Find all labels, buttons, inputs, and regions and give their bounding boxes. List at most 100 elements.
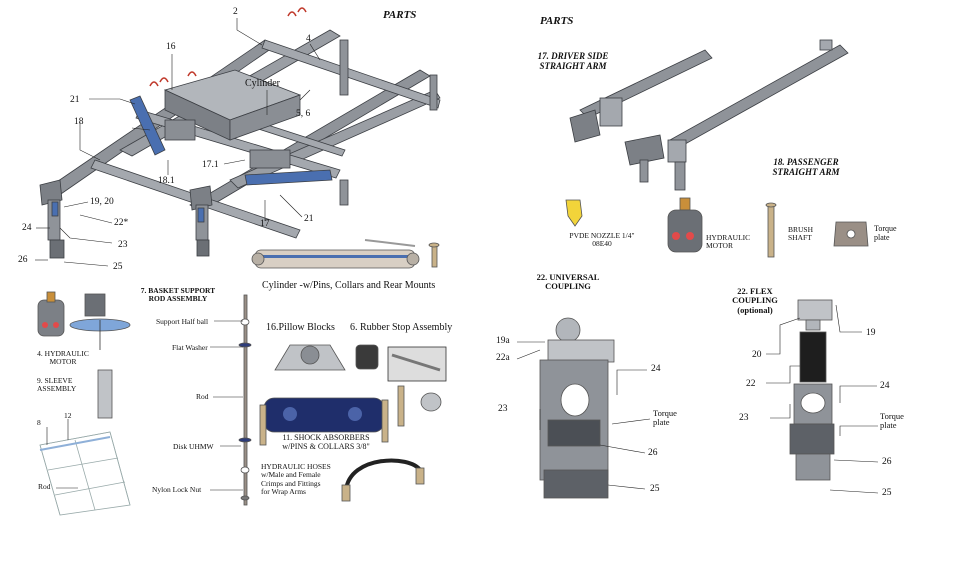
frame-callout-17-1: 17.1 — [202, 160, 219, 170]
label-support-half-ball: Support Half ball — [156, 317, 209, 326]
flex-torque-plate: Torque plate — [880, 411, 904, 431]
frame-callout-22-star: 22* — [114, 218, 129, 228]
brush-shaft-line-2: SHAFT — [788, 233, 812, 243]
brush-shaft-label: BRUSH SHAFT — [788, 225, 814, 243]
parts-header-right: PARTS — [540, 15, 574, 27]
frame-callout-23: 23 — [118, 240, 128, 250]
basket-support-title-1: 7. BASKET SUPPORT — [140, 286, 216, 295]
hoses-line-3: Crimps and Fittings — [261, 478, 321, 488]
driver-arm-line-1: 17. DRIVER SIDE — [537, 51, 609, 61]
nozzle-label-line-2: 08E40 — [592, 239, 612, 249]
flex-callout-25: 25 — [882, 488, 892, 498]
accessory-drawings — [565, 197, 869, 258]
cylinder-kit-caption: Cylinder -w/Pins, Collars and Rear Mount… — [262, 280, 436, 291]
cylinder-kit-drawing — [251, 239, 440, 269]
hydraulic-motor-label: HYDRAULIC MOTOR — [706, 233, 751, 251]
universal-coupling-title: 22. UNIVERSAL COUPLING — [520, 272, 616, 292]
sleeve-caption: 9. SLEEVE ASSEMBLY — [37, 376, 77, 394]
flex-callout-23: 23 — [739, 413, 749, 423]
flex-torque-line-2: plate — [880, 420, 897, 431]
frame-callout-21b: 21 — [304, 214, 314, 224]
shock-line-2: w/PINS & COLLARS 3/8" — [282, 441, 370, 451]
frame-callout-19-20: 19, 20 — [90, 197, 114, 207]
universal-title-1: 22. UNIVERSAL — [536, 272, 600, 282]
universal-callout-25: 25 — [650, 484, 660, 494]
frame-assembly-drawing — [39, 29, 441, 259]
universal-torque-line-1: Torque — [653, 408, 677, 418]
flex-callout-20: 20 — [752, 350, 762, 360]
flex-title-2: COUPLING — [732, 295, 778, 306]
left-callout-8: 8 — [37, 418, 41, 427]
straight-arms-drawing — [569, 39, 849, 191]
leader-lines — [35, 18, 879, 494]
flex-callout-22: 22 — [746, 379, 756, 389]
sleeve-line-2: ASSEMBLY — [37, 384, 77, 394]
label-nylon-lock-nut: Nylon Lock Nut — [152, 485, 202, 494]
brush-shaft-line-1: BRUSH — [788, 225, 814, 234]
nozzle-label-line-1: PVDE NOZZLE 1/4" — [569, 231, 635, 240]
flex-title-3: (optional) — [737, 304, 773, 315]
left-motor-line-2: MOTOR — [49, 357, 77, 367]
label-flat-washer: Flat Washer — [172, 343, 208, 352]
hoses-line-4: for Wrap Arms — [261, 486, 306, 496]
sleeve-line-1: 9. SLEEVE — [37, 376, 73, 385]
torque-plate-top-line-1: Torque — [874, 224, 897, 233]
torque-plate-top-line-2: plate — [874, 232, 890, 242]
passenger-arm-line-2: STRAIGHT ARM — [772, 166, 840, 177]
frame-callout-16: 16 — [166, 42, 176, 52]
universal-coupling-drawing — [539, 317, 615, 499]
hoses-line-2: w/Male and Female — [261, 470, 321, 480]
frame-callout-5-6: 5, 6 — [296, 109, 311, 119]
lift-hook-drawings — [149, 7, 307, 87]
frame-callout-cylinder: Cylinder — [245, 78, 280, 89]
hydraulic-hoses-caption: HYDRAULIC HOSES w/Male and Female Crimps… — [261, 462, 331, 496]
frame-callout-24: 24 — [22, 223, 32, 233]
hydraulic-motor-line-2: MOTOR — [706, 241, 733, 251]
hoses-line-1: HYDRAULIC HOSES — [261, 462, 331, 471]
flex-callout-26: 26 — [882, 457, 892, 467]
left-motor-line-1: 4. HYDRAULIC — [37, 349, 89, 358]
torque-plate-label-top: Torque plate — [874, 224, 897, 243]
nozzle-label: PVDE NOZZLE 1/4" 08E40 — [562, 231, 642, 249]
frame-callout-2: 2 — [233, 7, 238, 17]
frame-callout-26: 26 — [18, 255, 28, 265]
pillow-blocks-caption: 16.Pillow Blocks — [266, 322, 335, 333]
flex-coupling-title: 22. FLEX COUPLING (optional) — [722, 286, 788, 315]
universal-callout-19a: 19a — [496, 336, 510, 346]
basket-support-title: 7. BASKET SUPPORT ROD ASSEMBLY — [139, 286, 217, 304]
rubber-stop-caption: 6. Rubber Stop Assembly — [350, 322, 453, 333]
label-rod: Rod — [196, 392, 209, 401]
left-column-drawings — [37, 291, 131, 516]
left-motor-caption: 4. HYDRAULIC MOTOR — [30, 349, 96, 367]
universal-callout-22a: 22a — [496, 353, 510, 363]
universal-callout-26: 26 — [648, 448, 658, 458]
universal-callout-24: 24 — [651, 364, 661, 374]
universal-torque-plate: Torque plate — [653, 408, 677, 428]
flex-coupling-drawing — [789, 299, 835, 481]
middle-parts-drawings — [259, 344, 447, 502]
left-callout-12: 12 — [64, 411, 72, 420]
passenger-arm-line-1: 18. PASSENGER — [773, 157, 839, 167]
driver-arm-line-2: STRAIGHT ARM — [539, 60, 607, 71]
frame-callout-21a: 21 — [70, 95, 80, 105]
flex-callout-19: 19 — [866, 328, 876, 338]
shock-absorbers-caption: 11. SHOCK ABSORBERS w/PINS & COLLARS 3/8… — [276, 433, 376, 452]
basket-rod-drawing — [238, 294, 252, 506]
frame-callout-25: 25 — [113, 262, 123, 272]
label-disk-uhmw: Disk UHMW — [173, 442, 214, 451]
universal-torque-line-2: plate — [653, 417, 670, 428]
hydraulic-motor-line-1: HYDRAULIC — [706, 233, 751, 242]
frame-callout-4: 4 — [306, 34, 311, 44]
universal-callout-23: 23 — [498, 404, 508, 414]
passenger-arm-caption: 18. PASSENGER STRAIGHT ARM — [770, 157, 842, 178]
flex-callout-24: 24 — [880, 381, 890, 391]
basket-support-title-2: ROD ASSEMBLY — [148, 294, 208, 304]
universal-title-2: COUPLING — [545, 281, 591, 292]
frame-callout-17: 17 — [260, 219, 270, 229]
frame-callout-18-1: 18.1 — [158, 176, 175, 186]
shock-line-1: 11. SHOCK ABSORBERS — [282, 433, 370, 442]
left-rod-label: Rod — [38, 482, 51, 491]
frame-callout-18: 18 — [74, 117, 84, 127]
flex-torque-line-1: Torque — [880, 411, 904, 421]
